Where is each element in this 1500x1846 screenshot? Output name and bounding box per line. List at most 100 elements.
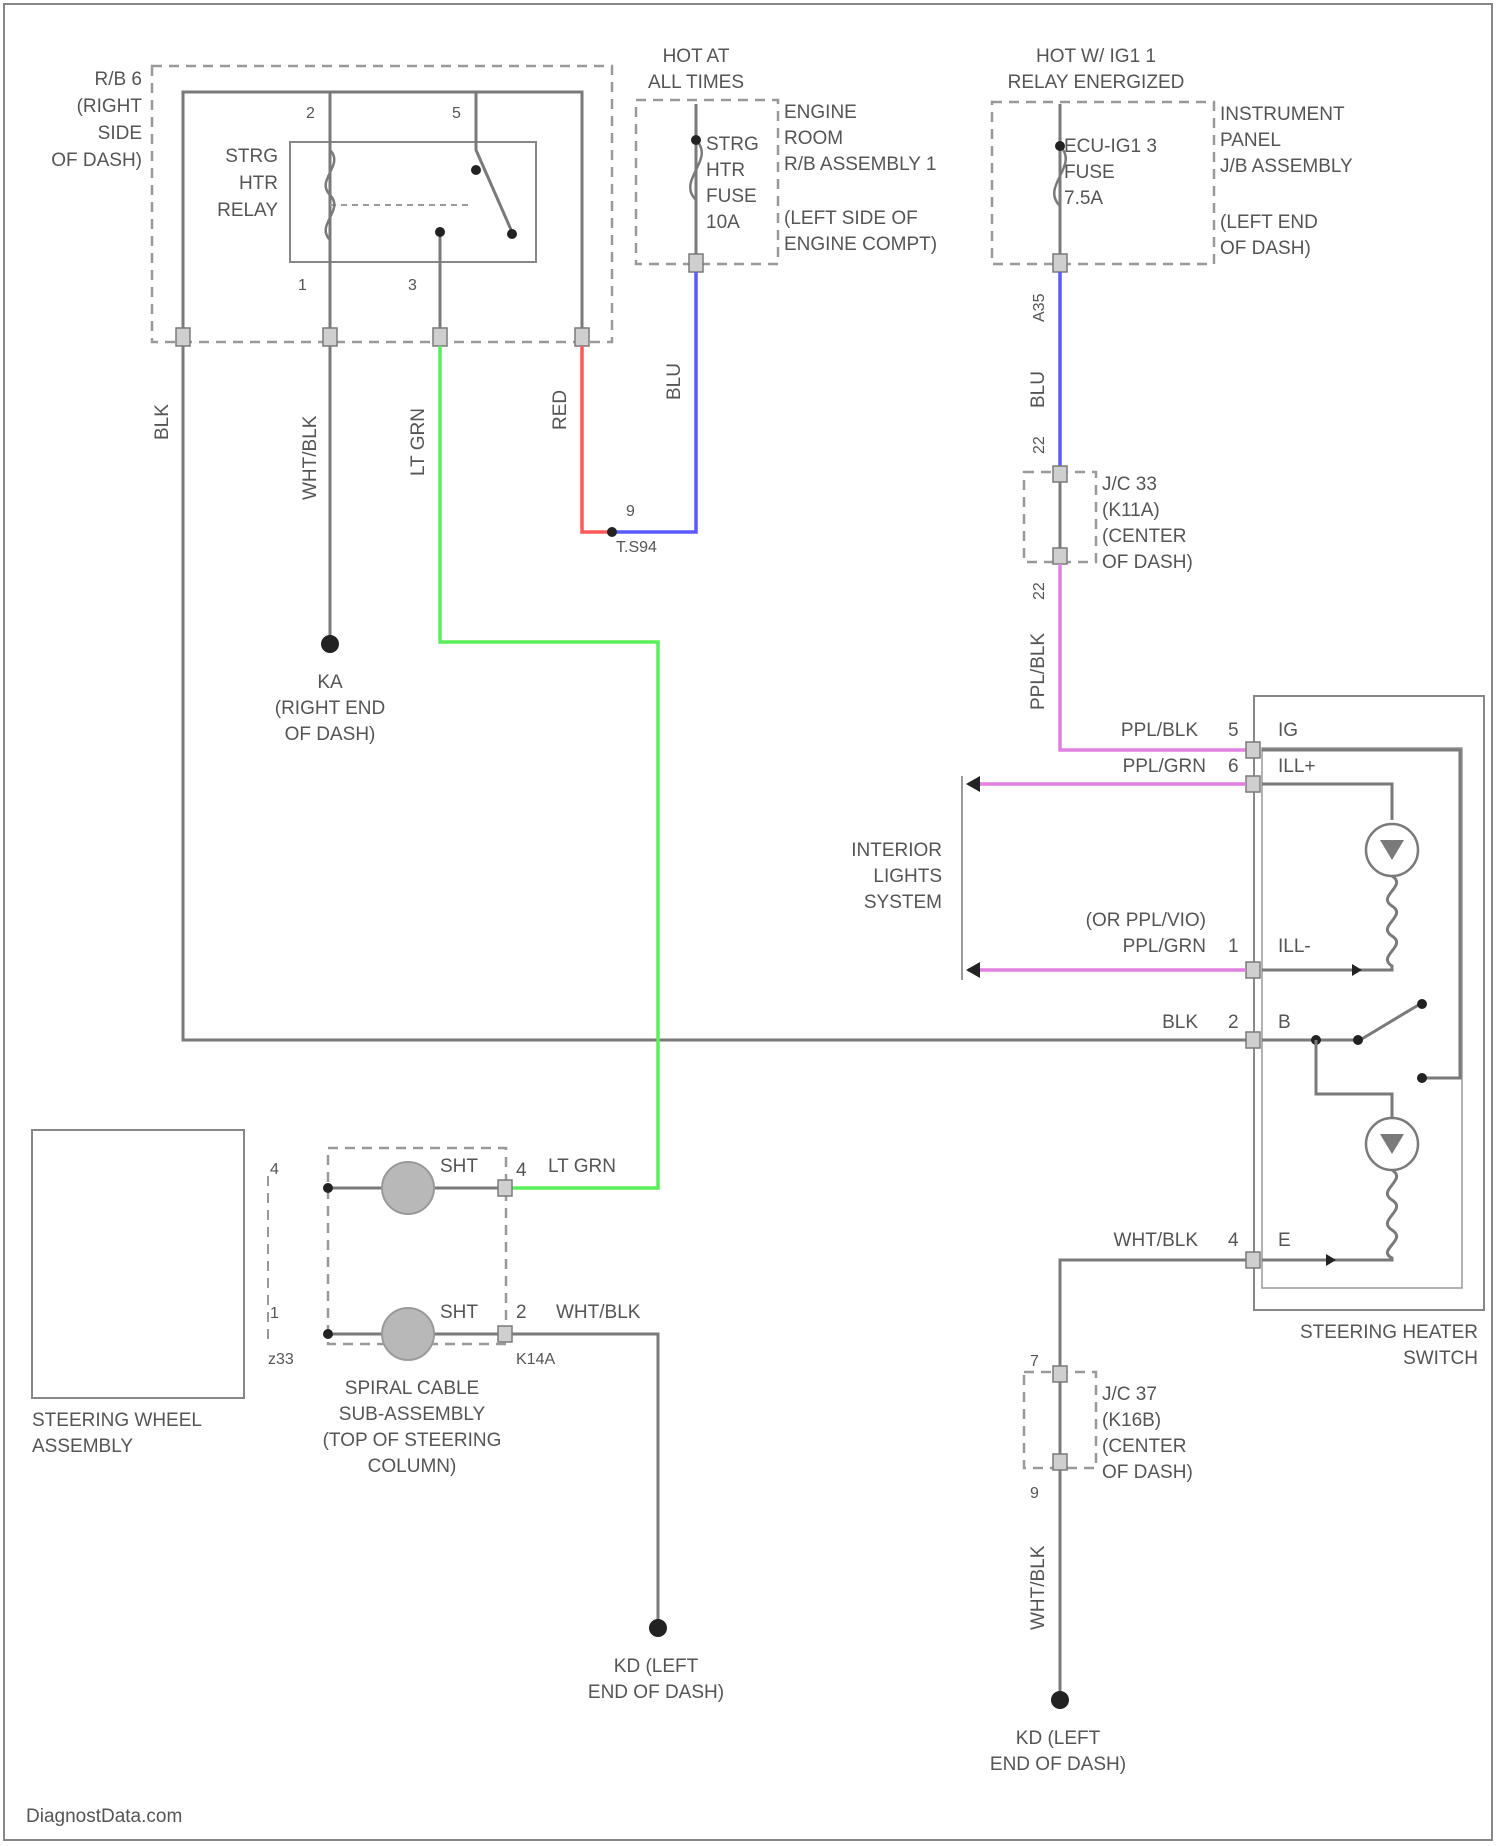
relay-location-label: R/B 6 (RIGHT SIDE OF DASH) — [51, 69, 142, 171]
jc37-pin-label-bottom: 9 — [1030, 1485, 1039, 1502]
svg-text:HTR: HTR — [239, 173, 278, 194]
jc37-label: J/C 37 (K16B) (CENTER OF DASH) — [1102, 1384, 1193, 1483]
svg-text:6: 6 — [1228, 756, 1239, 777]
svg-text:PPL/BLK: PPL/BLK — [1121, 720, 1198, 741]
jc33-terminal — [1053, 466, 1067, 482]
jc33-pin-label-bottom: 22 — [1031, 582, 1048, 600]
relay-terminal — [433, 328, 447, 346]
wht-blk-e-wire — [1060, 1260, 1246, 1366]
svg-text:LIGHTS: LIGHTS — [873, 866, 942, 887]
svg-text:PANEL: PANEL — [1220, 130, 1281, 151]
steering-heater-switch-label: STEERING HEATER SWITCH — [1300, 1322, 1478, 1369]
svg-text:(K16B): (K16B) — [1102, 1410, 1161, 1431]
svg-text:SUB-ASSEMBLY: SUB-ASSEMBLY — [339, 1404, 486, 1425]
arrow-icon — [1352, 964, 1362, 976]
svg-text:J/C 37: J/C 37 — [1102, 1384, 1157, 1405]
switch-heater-internal — [1316, 1040, 1392, 1118]
svg-text:1: 1 — [298, 277, 307, 294]
steering-wheel-pin-label: 4 — [270, 1161, 279, 1178]
steering-heater-switch-inner — [1262, 748, 1462, 1288]
steering-wheel-connector-label: z33 — [268, 1351, 294, 1368]
svg-text:KA: KA — [317, 672, 343, 693]
a35-pin-label: A35 — [1031, 293, 1048, 322]
switch-pin-b: BLK 2 B — [1162, 1012, 1291, 1048]
spiral-terminal — [498, 1326, 512, 1342]
relay-pin-labels: 2 5 1 3 — [298, 105, 461, 294]
svg-text:E: E — [1278, 1230, 1291, 1251]
svg-text:7.5A: 7.5A — [1064, 188, 1103, 209]
spiral-lt-grn-label: LT GRN — [548, 1156, 616, 1177]
svg-text:ENGINE COMPT): ENGINE COMPT) — [784, 234, 937, 255]
switch-pin-ill-minus: (OR PPL/VIO) PPL/GRN 1 ILL- — [1086, 910, 1311, 978]
interior-lights-system-label: INTERIOR LIGHTS SYSTEM — [851, 840, 942, 913]
spiral-sht-label-bottom: SHT — [440, 1302, 478, 1323]
svg-text:ILL+: ILL+ — [1278, 756, 1316, 777]
relay-terminal — [176, 328, 190, 346]
red-wire-label: RED — [550, 390, 571, 430]
switch-pin-e: WHT/BLK 4 E — [1114, 1230, 1291, 1268]
svg-text:ASSEMBLY: ASSEMBLY — [32, 1436, 133, 1457]
spiral-connector-label: K14A — [516, 1351, 555, 1368]
switch-contact-dot — [1417, 999, 1427, 1009]
svg-text:(CENTER: (CENTER — [1102, 1436, 1186, 1457]
svg-text:STEERING HEATER: STEERING HEATER — [1300, 1322, 1478, 1343]
svg-text:SWITCH: SWITCH — [1403, 1348, 1478, 1369]
svg-text:SYSTEM: SYSTEM — [864, 892, 942, 913]
splice-dot — [607, 527, 617, 537]
relay-switch-contact — [476, 92, 512, 232]
spiral-coil-icon — [382, 1162, 434, 1214]
svg-text:RELAY: RELAY — [217, 200, 278, 221]
svg-text:HTR: HTR — [706, 160, 745, 181]
fuse-terminal — [689, 254, 703, 272]
svg-text:WHT/BLK: WHT/BLK — [1114, 1230, 1199, 1251]
svg-text:J/C 33: J/C 33 — [1102, 474, 1157, 495]
svg-text:(CENTER: (CENTER — [1102, 526, 1186, 547]
svg-text:(LEFT END: (LEFT END — [1220, 212, 1318, 233]
ppl-blk-wire-label: PPL/BLK — [1028, 633, 1049, 710]
svg-text:INTERIOR: INTERIOR — [851, 840, 942, 861]
svg-text:STRG: STRG — [225, 146, 278, 167]
instrument-jb-box — [992, 102, 1214, 264]
svg-text:END OF DASH): END OF DASH) — [990, 1754, 1126, 1775]
svg-text:(K11A): (K11A) — [1102, 500, 1160, 521]
svg-text:HOT AT: HOT AT — [663, 46, 730, 67]
svg-text:(LEFT SIDE OF: (LEFT SIDE OF — [784, 208, 918, 229]
splice-pin-label: 9 — [626, 503, 635, 520]
svg-text:END OF DASH): END OF DASH) — [588, 1682, 724, 1703]
spiral-pin-label-top: 4 — [516, 1160, 527, 1181]
svg-text:(RIGHT END: (RIGHT END — [275, 698, 385, 719]
svg-text:RELAY ENERGIZED: RELAY ENERGIZED — [1008, 72, 1185, 93]
svg-text:10A: 10A — [706, 212, 740, 233]
svg-text:OF DASH): OF DASH) — [51, 150, 142, 171]
spiral-wht-blk-label: WHT/BLK — [556, 1302, 641, 1323]
spiral-pin-label-bottom: 2 — [516, 1302, 527, 1323]
blu-wire — [612, 272, 696, 532]
wht-blk-ground-wire-label: WHT/BLK — [1028, 1545, 1049, 1630]
relay-contact-dot — [435, 227, 445, 237]
ground-ka-icon — [321, 635, 339, 653]
spiral-terminal — [498, 1180, 512, 1196]
ground-kd-icon — [649, 1619, 667, 1637]
wht-blk-spiral-wire — [512, 1334, 658, 1628]
switch-ig-internal — [1262, 750, 1460, 1078]
diagram-border — [4, 4, 1492, 1840]
hot-at-all-times-label: HOT AT ALL TIMES — [648, 46, 744, 93]
wht-blk-wire-label: WHT/BLK — [300, 415, 321, 500]
jc37-pin-label-top: 7 — [1030, 1353, 1039, 1370]
steering-wheel-assembly-label: STEERING WHEEL ASSEMBLY — [32, 1410, 202, 1457]
switch-contact-dot — [1353, 1035, 1363, 1045]
svg-text:(RIGHT: (RIGHT — [77, 96, 143, 117]
blk-wire-label: BLK — [152, 404, 173, 440]
strg-htr-fuse-label: STRG HTR FUSE 10A — [706, 134, 759, 233]
switch-pin-ill-plus: PPL/GRN 6 ILL+ — [1123, 756, 1316, 792]
blu-wire-label: BLU — [664, 363, 685, 400]
svg-text:FUSE: FUSE — [1064, 162, 1115, 183]
svg-text:ALL TIMES: ALL TIMES — [648, 72, 744, 93]
lt-grn-wire-label: LT GRN — [408, 408, 429, 476]
svg-text:J/B ASSEMBLY: J/B ASSEMBLY — [1220, 156, 1353, 177]
ground-kd-icon — [1051, 1691, 1069, 1709]
jc33-terminal — [1053, 548, 1067, 564]
arrow-icon — [966, 776, 980, 792]
svg-text:OF DASH): OF DASH) — [1102, 552, 1193, 573]
svg-text:1: 1 — [1228, 936, 1239, 957]
